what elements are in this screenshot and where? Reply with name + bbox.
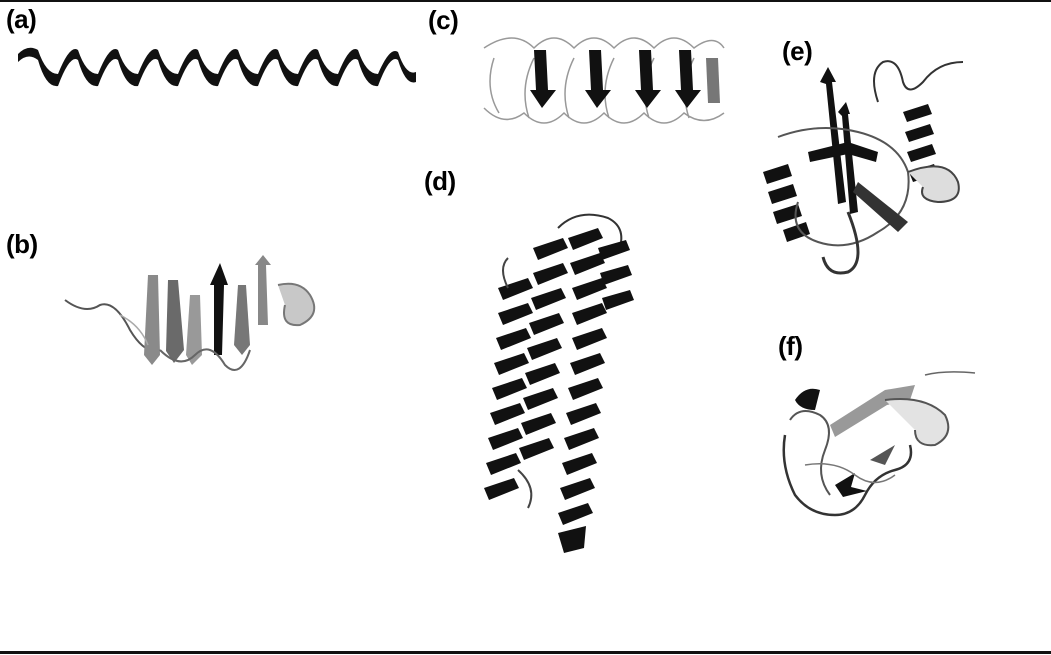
structure-c-solenoid — [474, 28, 734, 138]
bottom-border — [0, 651, 1051, 654]
structure-d-bundle — [478, 208, 648, 558]
top-border — [0, 0, 1051, 2]
panel-label-e: (e) — [782, 38, 812, 64]
panel-label-a: (a) — [6, 6, 36, 32]
structure-f-fold — [775, 365, 985, 535]
structure-a-helix — [18, 50, 418, 100]
structure-b-fold — [60, 255, 330, 385]
panel-label-b: (b) — [6, 231, 38, 257]
structure-e-fold — [758, 62, 978, 282]
panel-label-d: (d) — [424, 168, 456, 194]
panel-label-c: (c) — [428, 7, 458, 33]
panel-label-f: (f) — [778, 333, 802, 359]
